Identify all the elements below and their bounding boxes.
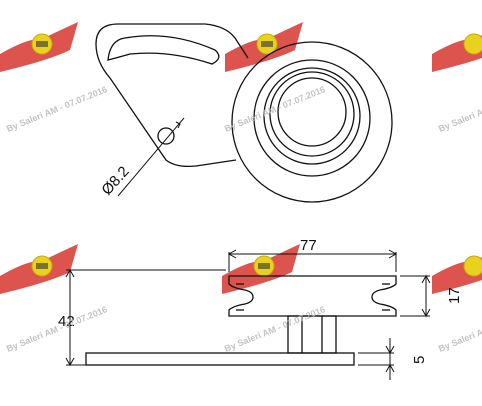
height-42-label: 42	[58, 313, 75, 330]
dim-17-lines	[400, 274, 431, 318]
watermark-logo	[222, 244, 300, 294]
mounting-hole	[157, 127, 175, 145]
arm-outline	[95, 23, 249, 168]
hole-diameter-label: Ø8.2	[98, 163, 132, 199]
width-77-label: 77	[300, 237, 317, 254]
pulley-ring-2	[253, 59, 371, 177]
watermark-text: By Saleri AM - 07.07.2016	[5, 304, 109, 354]
side-view	[85, 275, 397, 366]
watermark-text: By Saleri AM - 07.07.2016	[5, 84, 109, 134]
watermark-logo	[432, 33, 482, 72]
height-17-label: 17	[446, 287, 463, 304]
watermark-text: By Saleri AM - 07.07.2016	[223, 304, 327, 354]
dim-5-lines	[358, 338, 395, 380]
pulley-profile	[228, 275, 397, 317]
watermark-logo	[225, 22, 303, 72]
watermark-logos	[0, 22, 482, 294]
watermark-logo	[0, 244, 78, 294]
watermark-texts: By Saleri AM - 07.07.2016 By Saleri AM -…	[5, 84, 482, 354]
base-plate	[85, 352, 355, 366]
dim-42-lines	[65, 268, 226, 367]
dim-77-lines	[227, 249, 398, 272]
hole-leader	[117, 117, 185, 197]
top-view	[95, 23, 393, 203]
pulley-ring-3	[263, 67, 361, 165]
watermark-text: By Saleri AM - 07.07.2016	[437, 304, 482, 354]
pulley-ring-4	[269, 71, 355, 157]
watermark-logo	[432, 255, 482, 294]
pulley-ring-5	[277, 77, 347, 147]
thickness-5-label: 5	[411, 356, 428, 364]
watermark-text: By Saleri AM - 07.07.2016	[437, 84, 482, 134]
arm-slot	[107, 35, 220, 65]
pulley-outer	[231, 41, 393, 203]
watermark-logo	[0, 22, 78, 72]
